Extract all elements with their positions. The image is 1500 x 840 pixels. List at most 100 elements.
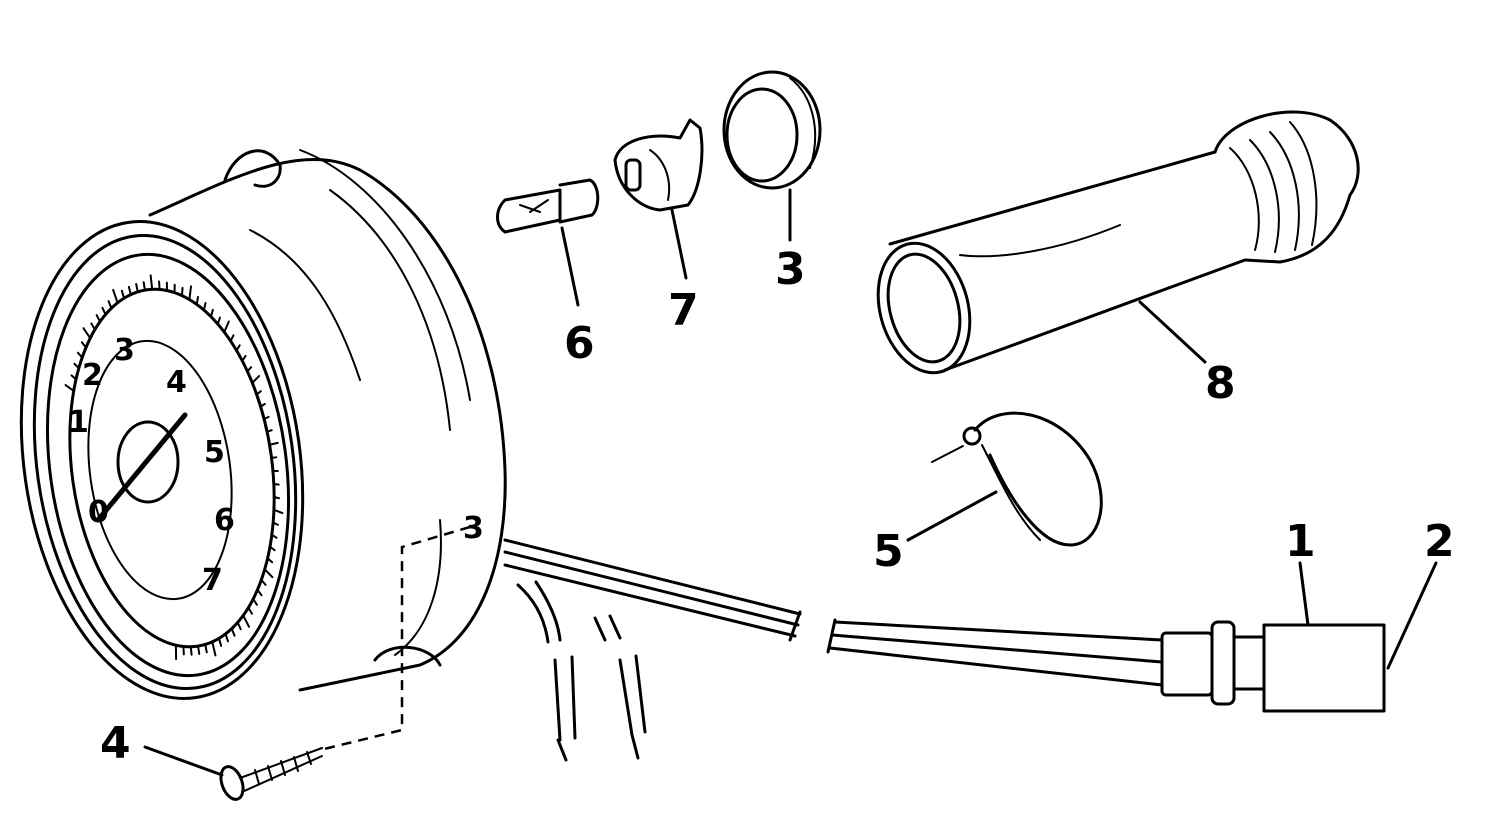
gauge-tick bbox=[149, 274, 154, 291]
gauge-tick bbox=[127, 285, 132, 296]
gauge-housing-shade-1 bbox=[299, 149, 471, 401]
bulb-glass bbox=[496, 188, 562, 234]
gauge-housing-shade-2 bbox=[329, 189, 451, 431]
callout-8: 8 bbox=[1205, 358, 1236, 409]
gauge-tick bbox=[120, 289, 126, 300]
gauge-tick bbox=[204, 643, 208, 654]
clamp-eye bbox=[962, 426, 982, 446]
boot-bellows-ribs bbox=[1229, 121, 1318, 253]
bulb-socket bbox=[613, 118, 704, 212]
screw bbox=[219, 747, 323, 801]
gauge-tick bbox=[211, 640, 217, 657]
cable-far-segment bbox=[828, 620, 1164, 687]
gauge-cable bbox=[503, 538, 1164, 762]
gauge-tick bbox=[259, 402, 266, 408]
gauge-tick bbox=[195, 296, 199, 306]
dial-number-2: 2 bbox=[82, 358, 103, 393]
dial-number-5: 5 bbox=[204, 435, 225, 470]
cable-break-left bbox=[788, 610, 802, 642]
clamp-band bbox=[973, 411, 1103, 547]
gauge-assembly: 0 1 2 3 4 5 6 7 3 bbox=[19, 149, 507, 700]
socket-body bbox=[613, 118, 704, 212]
boot-opening-inner bbox=[886, 252, 962, 364]
gauge-tick bbox=[101, 306, 107, 316]
gauge-boot bbox=[876, 110, 1360, 375]
screw-shank bbox=[239, 747, 323, 793]
gauge-tick bbox=[242, 614, 251, 628]
bulb-base bbox=[558, 178, 600, 224]
gauge-tick bbox=[218, 637, 223, 647]
boot-highlight bbox=[959, 224, 1121, 258]
gauge-tick bbox=[230, 627, 236, 637]
gauge-face-rim bbox=[45, 252, 291, 678]
clamp-tail bbox=[931, 445, 964, 463]
clamp-band-inner bbox=[981, 444, 1041, 541]
leader-lines bbox=[143, 188, 1438, 777]
gauge-tick bbox=[209, 308, 214, 318]
gauge-tick bbox=[202, 301, 207, 312]
gauge-tick bbox=[263, 415, 270, 421]
gauge-tick bbox=[180, 286, 184, 297]
gauge-tick bbox=[216, 316, 222, 325]
gauge-tick bbox=[80, 341, 87, 349]
gauge-tick bbox=[247, 606, 253, 615]
screw-head bbox=[219, 765, 245, 801]
callout-7: 7 bbox=[668, 285, 699, 336]
gauge-tick bbox=[64, 384, 75, 392]
connector bbox=[1160, 620, 1386, 713]
callout-5: 5 bbox=[873, 526, 904, 577]
gauge-tick bbox=[272, 521, 279, 526]
boot-opening-outer bbox=[876, 241, 972, 375]
gauge-hub bbox=[116, 420, 180, 504]
gauge-tick bbox=[268, 545, 276, 552]
gauge-tick bbox=[236, 621, 242, 631]
dial-number-0: 0 bbox=[88, 495, 109, 530]
gauge-housing-shade-4 bbox=[394, 519, 442, 656]
gauge-tick bbox=[229, 334, 235, 342]
boot-tube bbox=[888, 150, 1247, 372]
gauge-tick bbox=[235, 344, 241, 352]
dial-number-6: 6 bbox=[214, 503, 235, 538]
leader-2 bbox=[1386, 561, 1438, 670]
gauge-tick bbox=[188, 285, 192, 301]
gauge-tick bbox=[73, 362, 80, 370]
gauge-tick bbox=[252, 598, 258, 606]
cable-break-right bbox=[826, 618, 837, 654]
callout-6: 6 bbox=[564, 318, 595, 369]
gauge-tick bbox=[95, 314, 102, 323]
lead-wire-2-end bbox=[618, 654, 647, 760]
grommet bbox=[722, 70, 822, 190]
leader-8 bbox=[1138, 300, 1207, 364]
callout-2: 2 bbox=[1424, 516, 1455, 567]
dial-number-3: 3 bbox=[114, 333, 135, 368]
gauge-tick bbox=[272, 508, 284, 515]
leader-6 bbox=[560, 226, 580, 307]
gauge-tick bbox=[263, 568, 274, 579]
socket-flange bbox=[649, 149, 670, 201]
leader-5 bbox=[906, 490, 998, 542]
gauge-tick bbox=[142, 281, 146, 292]
callout-3: 3 bbox=[775, 244, 806, 295]
gauge-tick bbox=[273, 496, 281, 500]
gauge-inner-dial bbox=[87, 339, 233, 601]
gauge-tick bbox=[112, 288, 119, 304]
cable-near-segment bbox=[503, 538, 802, 638]
screw-install-path bbox=[319, 525, 471, 752]
socket-slot bbox=[624, 158, 642, 192]
mounting-ear-top bbox=[223, 149, 282, 188]
gauge-tick bbox=[255, 390, 262, 396]
leader-7 bbox=[670, 208, 688, 280]
gauge-tick bbox=[266, 557, 274, 564]
gauge-housing-outline bbox=[148, 157, 507, 692]
gauge-tick bbox=[158, 280, 161, 291]
gauge-tick bbox=[82, 327, 92, 340]
gauge-tick bbox=[251, 375, 261, 384]
callout-4: 4 bbox=[100, 718, 131, 769]
grommet-outer bbox=[722, 70, 822, 190]
gauge-tick bbox=[197, 645, 201, 656]
housing-mark: 3 bbox=[463, 511, 484, 546]
gauge-tick bbox=[272, 483, 280, 486]
grommet-inner bbox=[725, 87, 799, 183]
dial-number-7: 7 bbox=[202, 563, 223, 598]
